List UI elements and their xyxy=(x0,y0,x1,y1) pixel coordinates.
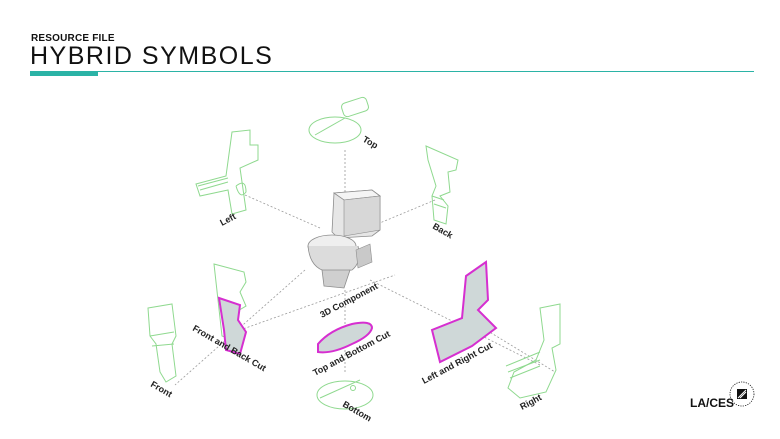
label-front: Front xyxy=(149,379,174,399)
front-back-cut-symbol xyxy=(213,263,248,356)
label-top: Top xyxy=(361,134,380,151)
left-view-symbol xyxy=(195,129,259,215)
front-view-symbol xyxy=(147,303,177,383)
left-right-cut-symbol xyxy=(430,260,498,364)
laces-logo: LA/CES xyxy=(690,378,760,422)
bottom-view-symbol xyxy=(316,379,374,410)
page-title: HYBRID SYMBOLS xyxy=(30,42,274,70)
right-view-symbol xyxy=(505,303,561,399)
title-divider xyxy=(30,71,754,72)
laces-logo-mark: LA/CES xyxy=(690,396,735,410)
title-accent-bar xyxy=(30,71,98,76)
label-back: Back xyxy=(431,221,455,241)
top-bottom-cut-symbol xyxy=(317,321,374,354)
resource-file-label: RESOURCE FILE xyxy=(31,33,115,44)
top-view-symbol xyxy=(308,96,369,144)
3d-component-symbol xyxy=(307,189,382,289)
back-view-symbol xyxy=(425,145,459,225)
continuing-education-seal-icon xyxy=(729,381,755,407)
